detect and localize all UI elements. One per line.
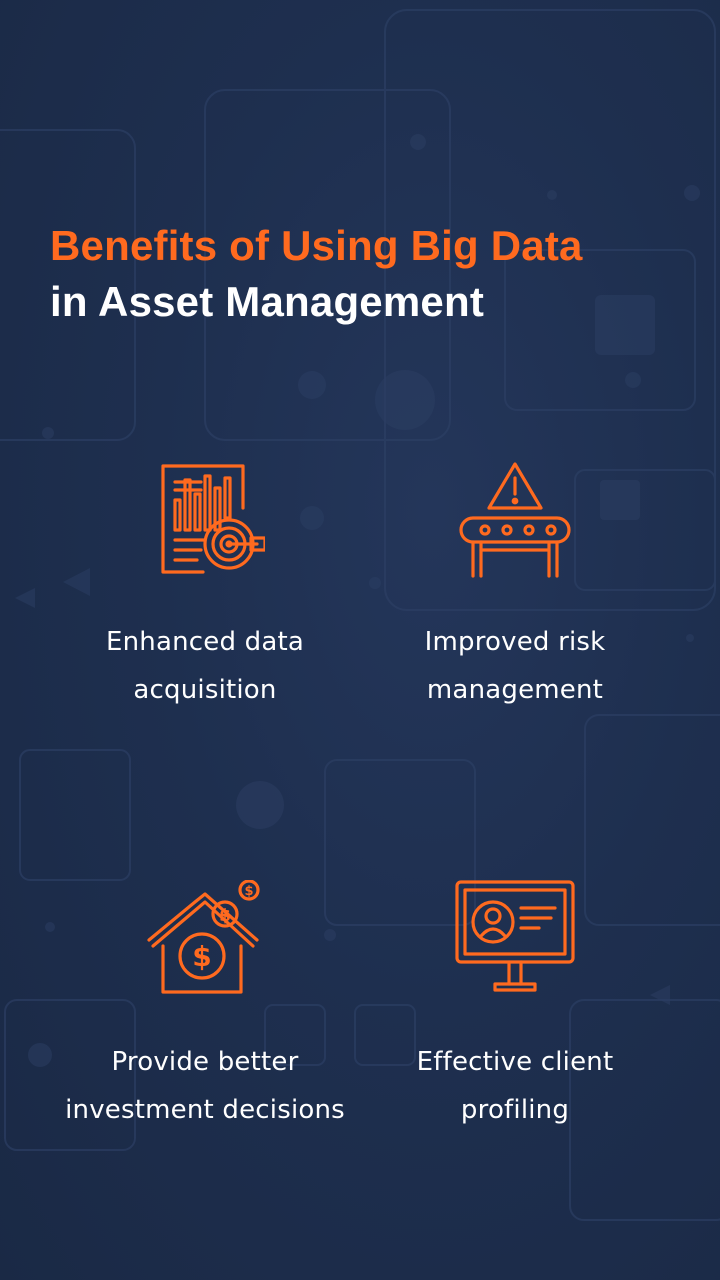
benefit-label-line-1: Enhanced data: [105, 627, 305, 657]
benefit-label: Improved risk management: [345, 618, 685, 714]
svg-text:$: $: [219, 906, 231, 926]
benefit-card-investment-decisions: $ $ $ Provide better investment decision…: [35, 880, 375, 1134]
benefit-card-data-acquisition: Enhanced data acquisition: [35, 460, 375, 714]
benefit-label-line-1: Improved risk: [424, 627, 606, 657]
benefit-label-line-2: acquisition: [133, 675, 277, 705]
benefit-label-line-2: investment decisions: [65, 1095, 345, 1125]
benefit-label-line-2: management: [426, 675, 604, 705]
benefit-card-client-profiling: Effective client profiling: [345, 880, 685, 1134]
client-profile-monitor-icon: [455, 880, 575, 992]
data-report-target-icon: [161, 464, 265, 574]
svg-text:$: $: [244, 884, 253, 899]
benefit-card-risk-management: Improved risk management: [345, 460, 685, 714]
benefit-label: Enhanced data acquisition: [35, 618, 375, 714]
title-line-1: Benefits of Using Big Data: [50, 222, 583, 269]
svg-text:$: $: [192, 940, 211, 973]
benefit-label-line-2: profiling: [460, 1095, 570, 1125]
title-line-2: in Asset Management: [50, 278, 485, 325]
risk-conveyor-icon: [459, 462, 571, 578]
page-title: Benefits of Using Big Data in Asset Mana…: [50, 218, 583, 330]
house-money-icon: $ $ $: [147, 880, 260, 994]
benefit-label: Provide better investment decisions: [35, 1038, 375, 1134]
benefit-label-line-1: Effective client: [416, 1047, 614, 1077]
benefit-label-line-1: Provide better: [111, 1047, 299, 1077]
benefit-label: Effective client profiling: [345, 1038, 685, 1134]
